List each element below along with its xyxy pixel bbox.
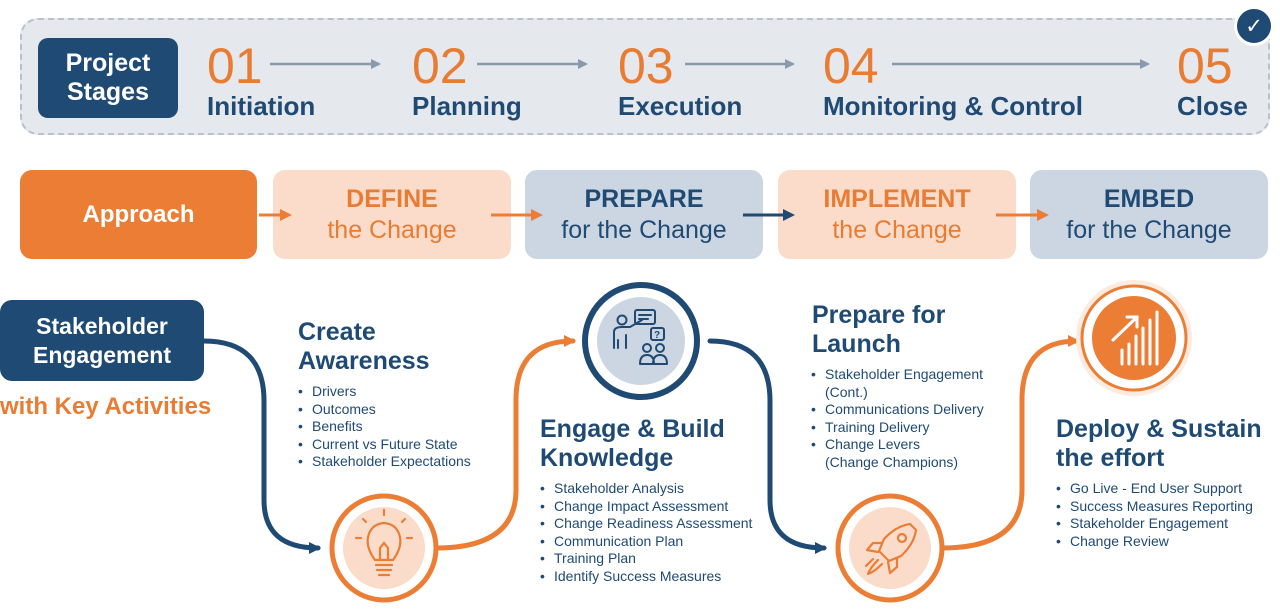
list-item: Stakeholder Expectations — [298, 453, 471, 471]
stage-number: 01 — [207, 38, 263, 94]
phase-define: DEFINE the Change — [273, 170, 511, 259]
stage-number: 03 — [618, 38, 674, 94]
phase-implement: IMPLEMENT the Change — [778, 170, 1016, 259]
presentation-icon: ? — [582, 282, 700, 400]
phase-title: PREPARE — [584, 184, 704, 213]
growth-chart-icon — [1076, 280, 1192, 396]
activity-list: Stakeholder Analysis Change Impact Asses… — [540, 480, 752, 586]
checkmark-icon: ✓ — [1234, 6, 1274, 46]
phase-title: EMBED — [1103, 184, 1195, 213]
project-stages-label: Project Stages — [38, 38, 178, 118]
phase-subtitle: for the Change — [561, 215, 727, 244]
phase-title: DEFINE — [346, 184, 438, 213]
phase-title: IMPLEMENT — [823, 184, 971, 213]
list-item: Stakeholder Engagement — [1056, 515, 1253, 533]
stakeholder-engagement-label: Stakeholder Engagement — [0, 300, 204, 381]
activity-title: Deploy & Sustain the effort — [1056, 415, 1262, 472]
stage-name: Close — [1177, 91, 1248, 121]
stage-name: Planning — [412, 91, 522, 121]
list-item: Identify Success Measures — [540, 568, 752, 586]
stage-name: Initiation — [207, 91, 316, 121]
list-item: Communications Delivery — [811, 401, 995, 419]
phase-subtitle: the Change — [832, 215, 962, 244]
phase-subtitle: the Change — [327, 215, 457, 244]
phase-embed: EMBED for the Change — [1030, 170, 1268, 259]
activity-title: Prepare for Launch — [812, 301, 946, 358]
list-item: Outcomes — [298, 401, 471, 419]
activity-list: Drivers Outcomes Benefits Current vs Fut… — [298, 383, 471, 471]
list-item: Stakeholder Engagement (Cont.) — [811, 366, 995, 401]
activity-list: Stakeholder Engagement (Cont.) Communica… — [811, 366, 995, 472]
phase-subtitle: for the Change — [1066, 215, 1232, 244]
stage-name: Execution — [618, 91, 743, 121]
activity-title: Engage & Build Knowledge — [540, 415, 725, 472]
list-item: Drivers — [298, 383, 471, 401]
stage-number: 04 — [823, 38, 879, 94]
list-item: Change Levers (Change Champions) — [811, 436, 975, 471]
stage-number: 05 — [1177, 38, 1233, 94]
list-item: Benefits — [298, 418, 471, 436]
list-item: Training Plan — [540, 550, 752, 568]
project-stages-bar — [20, 18, 1270, 135]
list-item: Change Readiness Assessment — [540, 515, 752, 533]
list-item: Change Impact Assessment — [540, 498, 752, 516]
stage-name: Monitoring & Control — [823, 91, 1083, 121]
approach-label: Approach — [20, 170, 257, 259]
list-item: Communication Plan — [540, 533, 752, 551]
list-item: Current vs Future State — [298, 436, 471, 454]
list-item: Stakeholder Analysis — [540, 480, 752, 498]
list-item: Change Review — [1056, 533, 1253, 551]
list-item: Training Delivery — [811, 419, 995, 437]
flow-curves — [201, 335, 1080, 554]
phase-prepare: PREPARE for the Change — [525, 170, 763, 259]
activity-title: Create Awareness — [298, 318, 430, 375]
key-activities-subtitle: with Key Activities — [0, 393, 212, 420]
activity-list: Go Live - End User Support Success Measu… — [1056, 480, 1253, 550]
stage-number: 02 — [412, 38, 468, 94]
svg-text:?: ? — [654, 330, 660, 341]
list-item: Go Live - End User Support — [1056, 480, 1253, 498]
rocket-icon — [835, 493, 945, 603]
list-item: Success Measures Reporting — [1056, 498, 1253, 516]
lightbulb-icon — [329, 493, 439, 603]
